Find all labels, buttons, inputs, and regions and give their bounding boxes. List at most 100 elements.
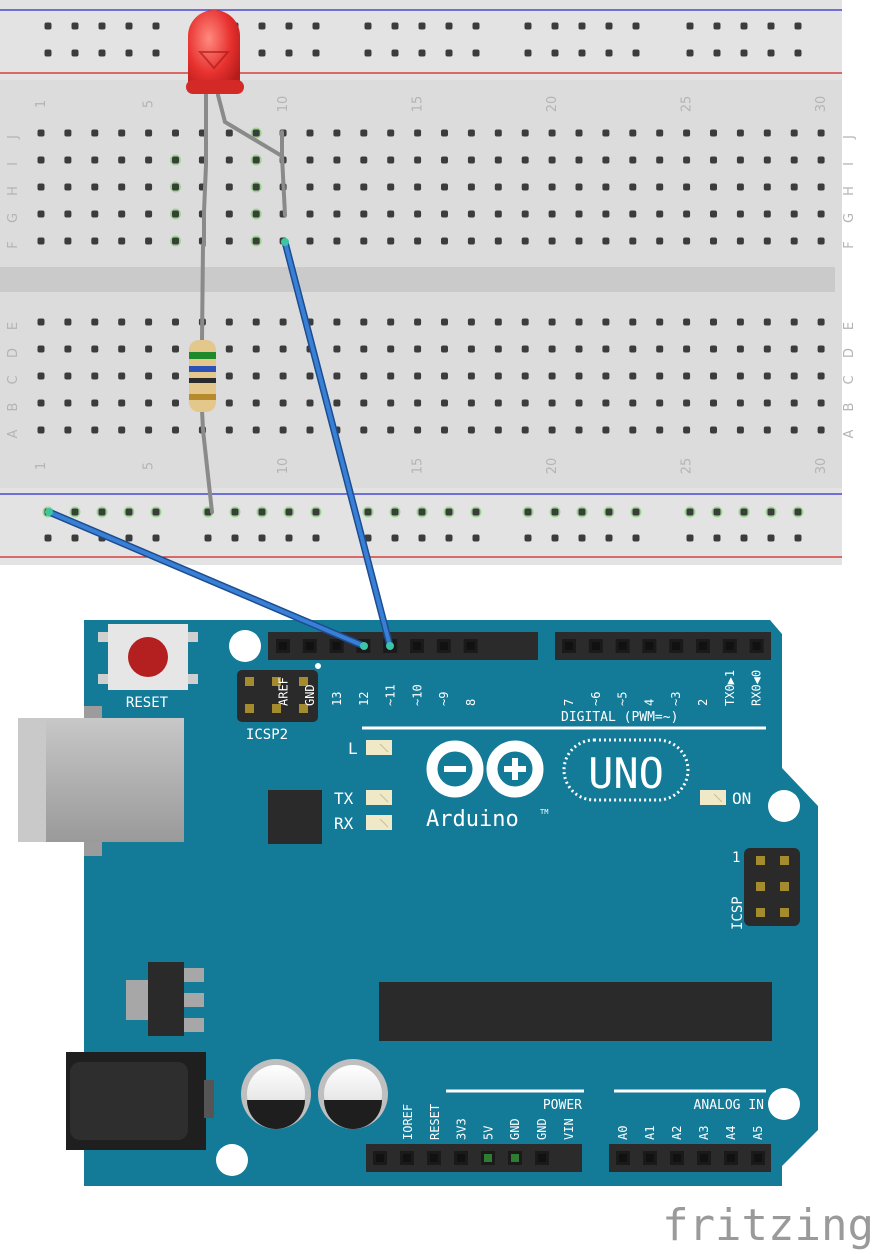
voltage-regulator xyxy=(126,962,204,1036)
header-pin xyxy=(749,639,764,653)
breadboard-hole xyxy=(494,237,502,245)
reset-button[interactable] xyxy=(98,624,198,690)
breadboard-hole xyxy=(763,426,771,434)
row-letter: C xyxy=(842,375,857,384)
breadboard-hole xyxy=(360,210,368,218)
breadboard-hole xyxy=(710,183,717,191)
breadboard-hole xyxy=(37,318,45,326)
breadboard-hole xyxy=(145,318,153,326)
breadboard-hole xyxy=(152,49,160,57)
breadboard-hole xyxy=(312,22,320,30)
breadboard-hole xyxy=(790,372,798,380)
breadboard-hole xyxy=(736,399,744,407)
breadboard-hole xyxy=(91,372,99,380)
breadboard-hole xyxy=(763,156,771,164)
breadboard-hole xyxy=(414,210,422,218)
breadboard-hole xyxy=(736,345,744,353)
breadboard-hole xyxy=(364,22,372,30)
led-tx-indicator xyxy=(366,790,392,805)
column-number: 30 xyxy=(814,458,829,475)
breadboard-hole xyxy=(306,183,314,191)
pin-label: TX0▶1 xyxy=(723,670,737,706)
digital-label: DIGITAL (PWM=~) xyxy=(561,710,678,725)
jumper-wire-pin13 xyxy=(281,238,394,650)
header-pin xyxy=(670,1151,684,1165)
breadboard-hole xyxy=(683,210,691,218)
breadboard-hole xyxy=(125,22,133,30)
breadboard-hole xyxy=(225,318,233,326)
row-letter: H xyxy=(6,186,21,196)
breadboard-hole xyxy=(790,399,798,407)
breadboard-hole xyxy=(306,237,314,245)
breadboard-hole xyxy=(629,237,637,245)
row-letter: A xyxy=(842,429,857,438)
mounting-hole xyxy=(768,1088,800,1120)
breadboard-hole xyxy=(817,156,825,164)
column-number: 30 xyxy=(814,96,829,113)
jumper-wire-ground xyxy=(45,508,368,650)
breadboard-hole xyxy=(763,399,771,407)
breadboard-hole xyxy=(710,318,717,326)
breadboard-hole xyxy=(91,237,99,245)
breadboard-hole xyxy=(521,372,529,380)
breadboard-hole xyxy=(306,156,314,164)
breadboard-hole xyxy=(790,345,798,353)
breadboard-hole xyxy=(602,237,610,245)
led-l-label: L xyxy=(348,739,358,758)
breadboard-hole xyxy=(656,426,664,434)
breadboard-hole xyxy=(575,237,583,245)
breadboard-hole xyxy=(683,426,691,434)
breadboard-hole xyxy=(172,399,179,407)
breadboard-hole xyxy=(44,534,52,542)
breadboard-hole xyxy=(360,156,368,164)
header-pin xyxy=(481,1151,495,1165)
trademark-mark: TM xyxy=(540,808,548,816)
breadboard-hole xyxy=(64,426,72,434)
breadboard-hole xyxy=(472,534,480,542)
breadboard-hole xyxy=(494,399,502,407)
breadboard-hole xyxy=(817,129,825,137)
breadboard-hole xyxy=(629,210,637,218)
breadboard-hole xyxy=(521,183,529,191)
breadboard-hole xyxy=(817,210,825,218)
breadboard-hole xyxy=(441,210,448,218)
breadboard-hole xyxy=(414,183,422,191)
breadboard-hole xyxy=(225,426,233,434)
breadboard-hole xyxy=(71,49,79,57)
breadboard-hole xyxy=(333,129,341,137)
row-letter: B xyxy=(842,403,857,412)
breadboard-hole xyxy=(792,506,804,518)
breadboard-hole xyxy=(285,22,293,30)
breadboard-hole xyxy=(391,49,399,57)
breadboard-hole xyxy=(258,22,266,30)
breadboard-hole xyxy=(736,426,744,434)
breadboard-hole xyxy=(656,372,664,380)
breadboard-hole xyxy=(118,426,126,434)
breadboard-hole xyxy=(387,426,395,434)
breadboard-hole xyxy=(605,534,613,542)
breadboard-hole xyxy=(283,506,295,518)
row-letter: B xyxy=(6,403,21,412)
red-led-icon xyxy=(186,10,244,94)
breadboard-hole xyxy=(470,506,482,518)
breadboard-hole xyxy=(91,156,99,164)
row-letter: D xyxy=(842,348,857,358)
breadboard-hole xyxy=(229,506,241,518)
breadboard-hole xyxy=(790,210,798,218)
led-tx-label: TX xyxy=(334,789,354,808)
breadboard-hole xyxy=(118,372,126,380)
breadboard-hole xyxy=(656,237,664,245)
column-number: 10 xyxy=(276,96,291,113)
breadboard-hole xyxy=(817,372,825,380)
row-letter: J xyxy=(842,135,857,140)
header-pin xyxy=(697,1151,711,1165)
header-pin xyxy=(463,639,478,653)
breadboard-hole xyxy=(225,156,233,164)
dc-power-jack xyxy=(66,1052,214,1150)
column-number: 20 xyxy=(545,458,560,475)
breadboard-hole xyxy=(790,129,798,137)
breadboard-hole xyxy=(91,426,99,434)
breadboard-hole xyxy=(629,129,637,137)
breadboard-hole xyxy=(312,49,320,57)
